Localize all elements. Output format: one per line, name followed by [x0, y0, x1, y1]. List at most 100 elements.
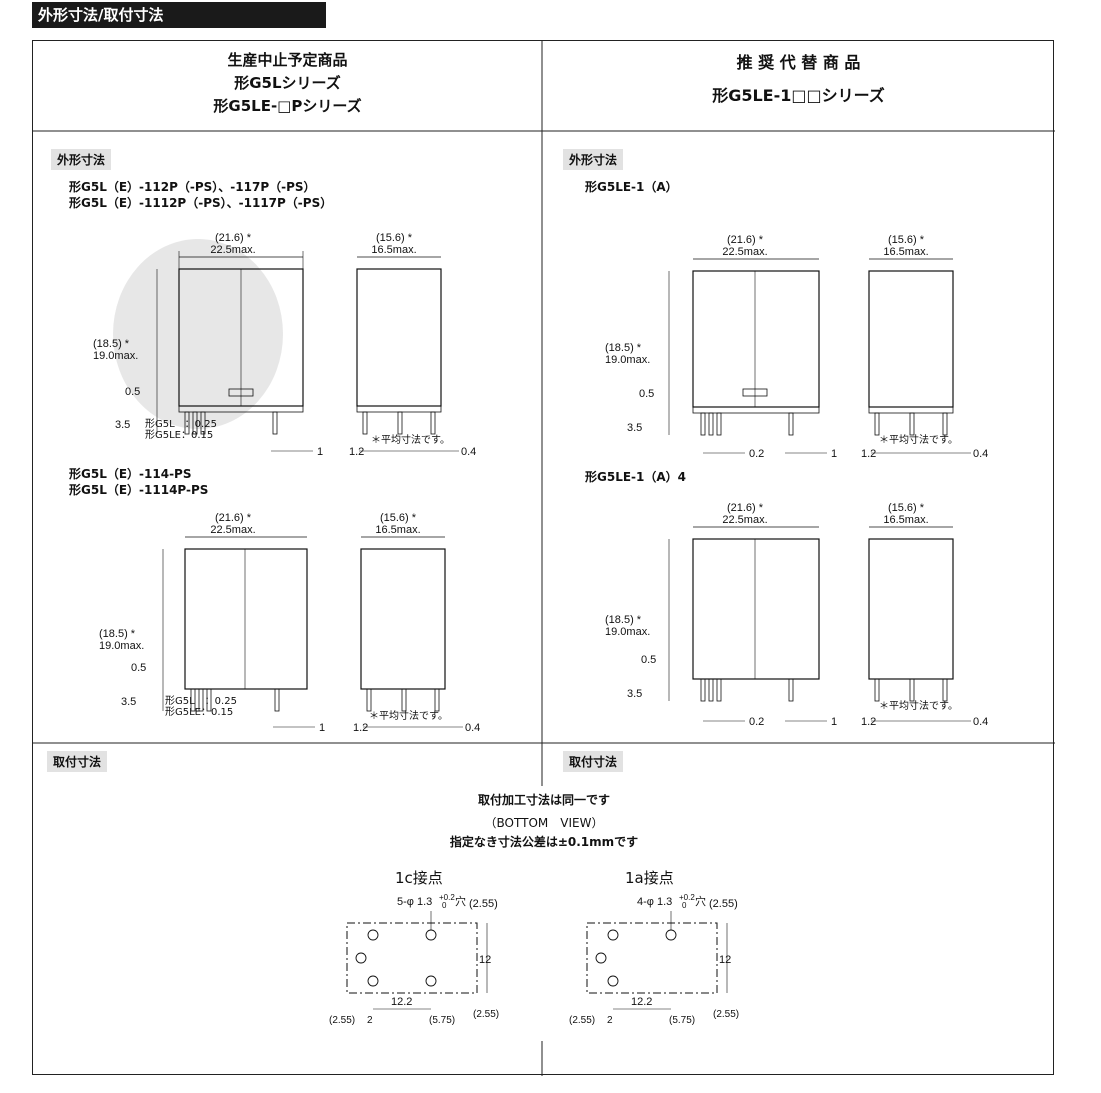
dim-two: 2	[367, 1015, 373, 1026]
right-dims-label: 外形寸法	[563, 149, 624, 170]
width-max: 22.5max.	[210, 524, 255, 536]
left-dims-label: 外形寸法	[51, 149, 112, 170]
left-front-drawing-1: (21.6) * 22.5max. (18.5) * 19.0max. 0.5 …	[93, 232, 323, 458]
left-thick-g5l-1: 形G5L ：0.25	[145, 419, 217, 430]
right-side-drawing-1: (15.6) * 16.5max. 1.2 0.4	[861, 234, 988, 460]
right-column-title: 推 奨 代 替 商 品 形G5LE-1□□シリーズ	[542, 51, 1055, 107]
left-thick-g5le-1: 形G5LE：0.15	[145, 430, 214, 441]
right-title-line-1: 推 奨 代 替 商 品	[736, 53, 861, 72]
left-column-title: 生産中止予定商品 形G5Lシリーズ 形G5LE-□Pシリーズ	[33, 49, 542, 118]
side-width-typ: (15.6) *	[376, 232, 413, 244]
side-width-typ: (15.6) *	[888, 502, 925, 514]
pin-pitch: 1	[317, 446, 323, 458]
width-max: 22.5max.	[210, 244, 255, 256]
side-pin-left: 1.2	[349, 446, 364, 458]
mount-1c-drawing: 5-φ 1.3 +0.2 0 穴 (2.55) 12 12.2 (2.55) 2…	[329, 893, 499, 1026]
pin-pitch: 1	[831, 716, 837, 728]
width-typ: (21.6) *	[215, 512, 252, 524]
mount-tolerance: 指定なき寸法公差は±0.1mmです	[449, 835, 639, 849]
side-pin-left: 1.2	[861, 716, 876, 728]
pin-length-dim: 3.5	[627, 688, 642, 700]
dim-bottom-left: (2.55)	[329, 1015, 355, 1026]
side-width-max: 16.5max.	[375, 524, 420, 536]
mount-bottom-view: （BOTTOM VIEW）	[484, 816, 604, 830]
hole-suffix: 穴	[695, 894, 706, 908]
right-note-avg-1: ＊平均寸法です。	[879, 435, 958, 446]
side-width-max: 16.5max.	[371, 244, 416, 256]
width-typ: (21.6) *	[727, 234, 764, 246]
right-model1-line-1: 形G5LE-1（A）	[585, 180, 678, 194]
comparison-table: 生産中止予定商品 形G5Lシリーズ 形G5LE-□Pシリーズ 推 奨 代 替 商…	[32, 40, 1055, 1076]
table-grid	[33, 41, 1055, 1076]
pin-pitch: 1	[319, 722, 325, 734]
mount-same-note: 取付加工寸法は同一です	[477, 793, 610, 807]
pin-thick: 0.2	[749, 716, 764, 728]
left-model2-line-2: 形G5L（E）-1114P-PS	[69, 483, 209, 497]
gap-dim: 0.5	[125, 386, 140, 398]
contact-1c-label: 1c接点	[395, 869, 443, 887]
pin-pitch: 1	[831, 448, 837, 460]
right-front-drawing-2: (21.6) * 22.5max. (18.5) * 19.0max. 0.5 …	[605, 502, 837, 728]
mount-1a-drawing: 4-φ 1.3 +0.2 0 穴 (2.55) 12 12.2 (2.55) 2…	[569, 893, 739, 1026]
side-pin-right: 0.4	[973, 716, 988, 728]
dim-width: 12.2	[391, 996, 412, 1008]
left-thick-g5le-2: 形G5LE：0.15	[165, 707, 234, 718]
dim-height: 12	[719, 954, 731, 966]
right-mount-label: 取付寸法	[563, 751, 624, 772]
hole-tol-lower: 0	[682, 901, 687, 910]
hole-spec: 5-φ 1.3	[397, 896, 432, 908]
page-header: 外形寸法/取付寸法	[32, 2, 326, 28]
right-side-drawing-2: (15.6) * 16.5max. 1.2 0.4	[861, 502, 988, 728]
gap-dim: 0.5	[641, 654, 656, 666]
height-max: 19.0max.	[93, 350, 138, 362]
dim-height: 12	[479, 954, 491, 966]
left-title-line-1: 生産中止予定商品	[227, 51, 348, 69]
left-note-avg-2: ＊平均寸法です。	[369, 711, 448, 722]
left-note-avg-1: ＊平均寸法です。	[371, 435, 450, 446]
side-pin-left: 1.2	[353, 722, 368, 734]
width-max: 22.5max.	[722, 246, 767, 258]
left-model1-line-2: 形G5L（E）-1112P（-PS）、-1117P（-PS）	[69, 196, 333, 210]
dim-width: 12.2	[631, 996, 652, 1008]
pin-length-dim: 3.5	[121, 696, 136, 708]
side-pin-right: 0.4	[461, 446, 476, 458]
dim-two: 2	[607, 1015, 613, 1026]
side-width-typ: (15.6) *	[888, 234, 925, 246]
contact-1a-label: 1a接点	[625, 869, 674, 887]
side-pin-left: 1.2	[861, 448, 876, 460]
width-max: 22.5max.	[722, 514, 767, 526]
height-max: 19.0max.	[99, 640, 144, 652]
height-typ: (18.5) *	[93, 338, 130, 350]
right-model2-line-1: 形G5LE-1（A）4	[585, 470, 687, 484]
side-width-max: 16.5max.	[883, 246, 928, 258]
gap-dim: 0.5	[131, 662, 146, 674]
dim-top-right: (2.55)	[469, 898, 498, 910]
dim-bottom-mid: (5.75)	[669, 1015, 695, 1026]
height-max: 19.0max.	[605, 354, 650, 366]
hole-tol-upper: +0.2	[439, 893, 455, 902]
right-front-drawing-1: (21.6) * 22.5max. (18.5) * 19.0max. 0.5 …	[605, 234, 837, 460]
left-title-line-2: 形G5Lシリーズ	[234, 74, 341, 92]
left-thick-g5l-2: 形G5L ：0.25	[165, 696, 237, 707]
dim-bottom-right: (2.55)	[713, 1009, 739, 1020]
left-front-drawing-2: (21.6) * 22.5max. (18.5) * 19.0max. 0.5 …	[99, 512, 325, 734]
left-side-drawing-1: (15.6) * 16.5max. 1.2 0.4	[349, 232, 476, 458]
right-note-avg-2: ＊平均寸法です。	[879, 701, 958, 712]
left-title-line-3: 形G5LE-□Pシリーズ	[213, 97, 362, 115]
width-typ: (21.6) *	[727, 502, 764, 514]
hole-tol-lower: 0	[442, 901, 447, 910]
left-model2-line-1: 形G5L（E）-114-PS	[69, 467, 192, 481]
left-model1-line-1: 形G5L（E）-112P（-PS）、-117P（-PS）	[69, 180, 316, 194]
shading	[113, 239, 283, 429]
hole-tol-upper: +0.2	[679, 893, 695, 902]
dim-bottom-left: (2.55)	[569, 1015, 595, 1026]
pin-length-dim: 3.5	[627, 422, 642, 434]
dim-top-right: (2.55)	[709, 898, 738, 910]
height-typ: (18.5) *	[605, 342, 642, 354]
height-max: 19.0max.	[605, 626, 650, 638]
right-title-line-2: 形G5LE-1□□シリーズ	[712, 86, 885, 105]
side-width-typ: (15.6) *	[380, 512, 417, 524]
height-typ: (18.5) *	[605, 614, 642, 626]
width-typ: (21.6) *	[215, 232, 252, 244]
left-mount-label: 取付寸法	[47, 751, 108, 772]
